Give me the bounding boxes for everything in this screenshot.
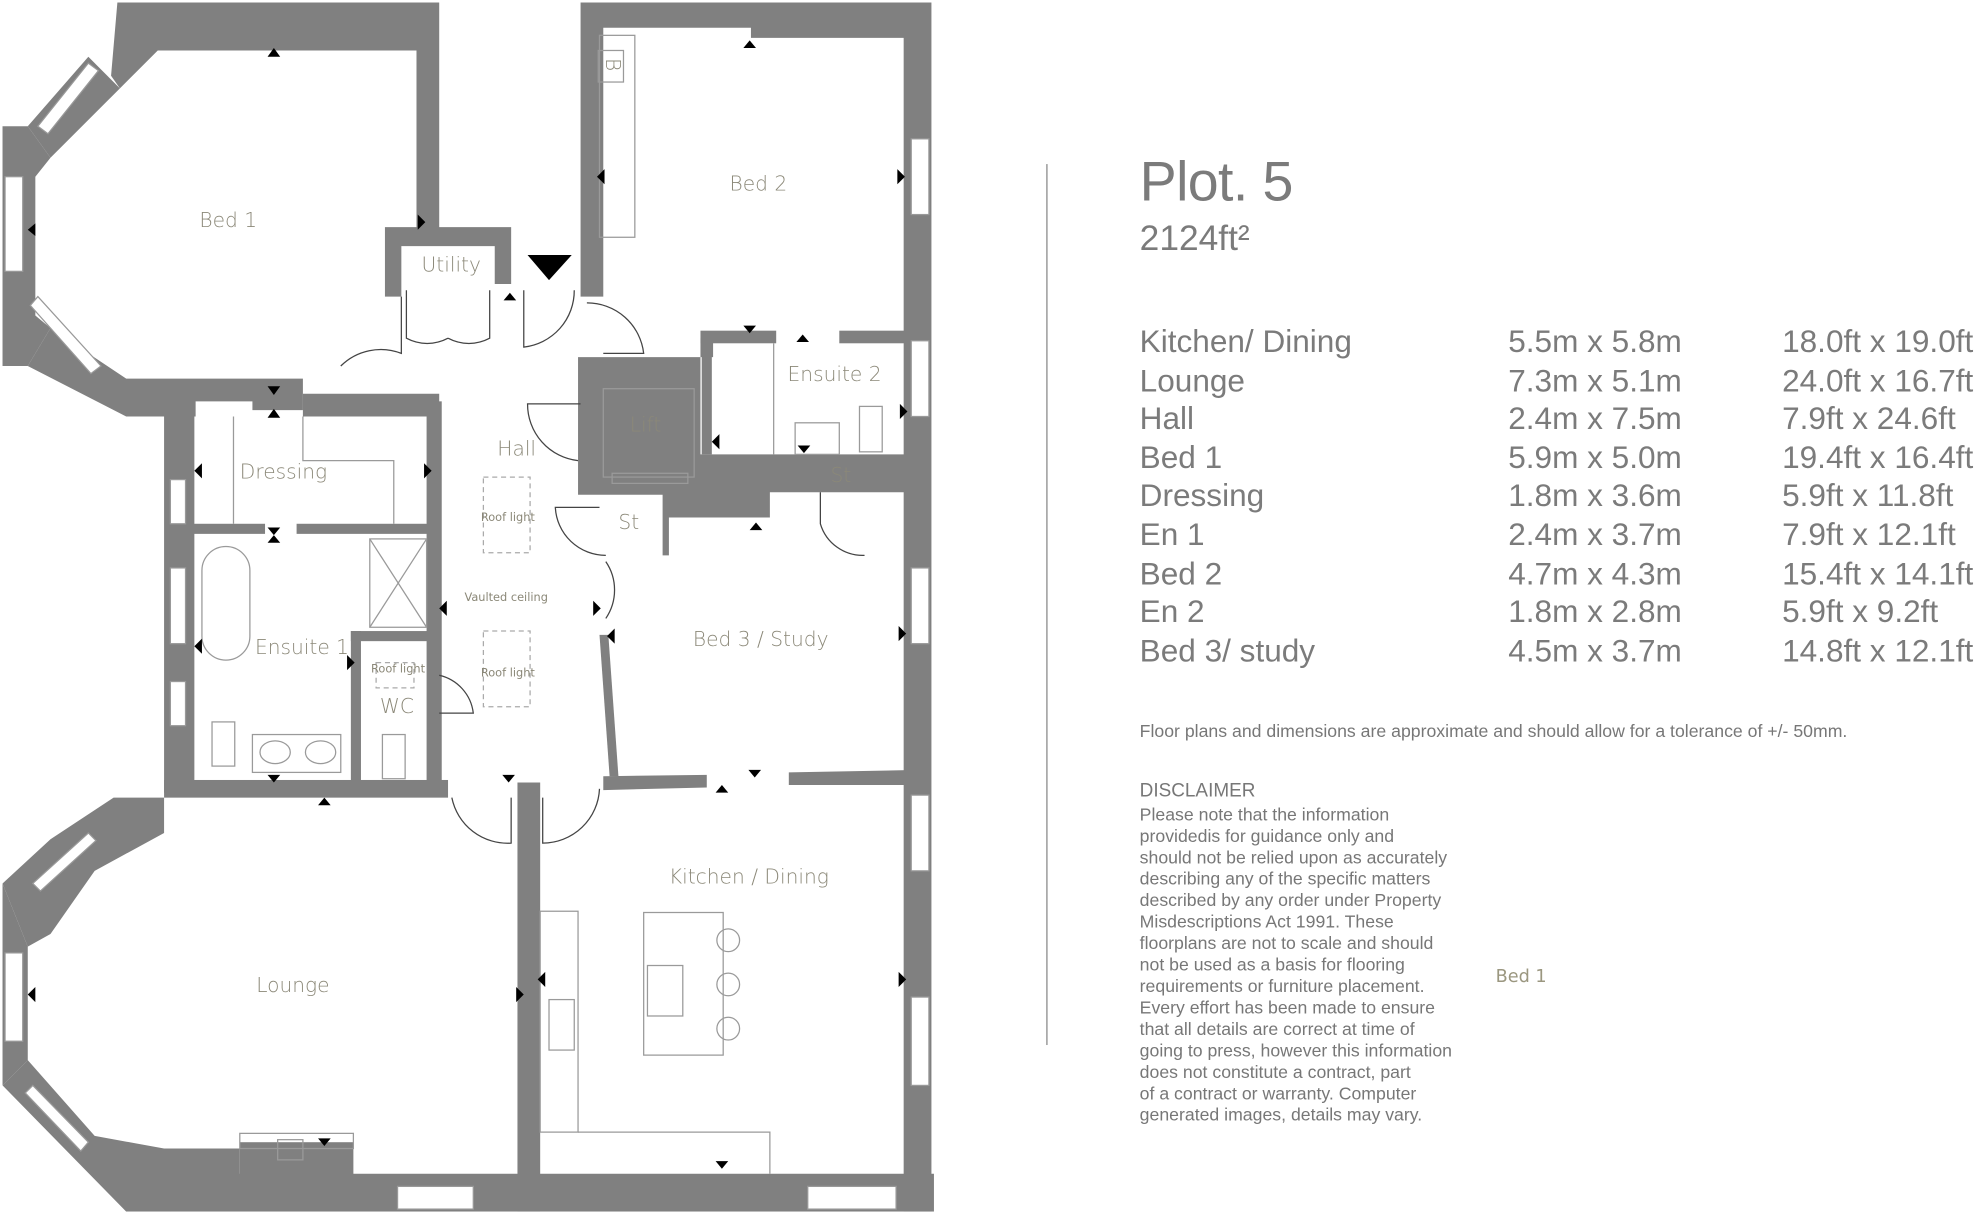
room-name: Hall <box>1139 401 1195 437</box>
entrance-arrow-icon <box>527 254 572 281</box>
room-metric: 5.5m x 5.8m <box>1508 324 1682 360</box>
room-name: Kitchen/ Dining <box>1139 324 1352 360</box>
table-row: Bed 2 4.7m x 4.3m 15.4ft x 14.1ft <box>1140 556 1979 595</box>
roof-light-label: Roof light <box>371 662 426 676</box>
room-name: En 1 <box>1139 517 1205 553</box>
room-name: Bed 1 <box>1139 440 1223 476</box>
room-dimensions-table: Kitchen/ Dining 5.5m x 5.8m 18.0ft x 19.0f… <box>1140 324 1979 672</box>
disclaimer-line: floorplans are not to scale and should <box>1139 932 1434 953</box>
direction-arrows <box>27 40 908 1169</box>
table-row: Bed 3/ study 4.5m x 3.7m 14.8ft x 12.1ft <box>1140 633 1979 672</box>
room-metric: 4.5m x 3.7m <box>1508 633 1682 669</box>
room-label-bed1: Bed 1 <box>199 208 257 232</box>
room-metric: 4.7m x 4.3m <box>1508 556 1682 592</box>
roof-light-label: Roof light <box>481 665 536 679</box>
room-label-utility: Utility <box>422 252 481 276</box>
fixtures: B <box>201 34 883 1174</box>
table-row: En 1 2.4m x 3.7m 7.9ft x 12.1ft <box>1140 517 1979 556</box>
room-imperial: 18.0ft x 19.0ft <box>1782 324 1974 360</box>
room-label-store-1: St <box>618 510 639 534</box>
room-name: Dressing <box>1139 478 1265 515</box>
room-label-ensuite2: Ensuite 2 <box>788 362 882 386</box>
room-name: En 2 <box>1139 594 1205 630</box>
room-imperial: 19.4ft x 16.4ft <box>1782 440 1974 476</box>
room-imperial: 15.4ft x 14.1ft <box>1782 556 1974 592</box>
table-row: Lounge 7.3m x 5.1m 24.0ft x 16.7ft <box>1140 363 1979 402</box>
room-metric: 7.3m x 5.1m <box>1508 362 1682 399</box>
room-imperial: 14.8ft x 12.1ft <box>1782 633 1974 669</box>
disclaimer-line: does not constitute a contract, part <box>1139 1061 1411 1082</box>
room-name: Bed 3/ study <box>1139 633 1316 669</box>
walls <box>2 2 934 1212</box>
disclaimer-line: described by any order under Property <box>1139 889 1442 910</box>
room-labels: Bed 1 Bed 2 Utility Ensuite 2 Lift Hall … <box>199 172 881 997</box>
roof-light-label: Roof light <box>481 510 536 524</box>
disclaimer-text: Please note that the information provide… <box>1140 804 1468 1126</box>
room-name: Bed 2 <box>1139 556 1223 592</box>
room-imperial: 7.9ft x 12.1ft <box>1782 517 1956 553</box>
room-label-bed3: Bed 3 / Study <box>693 627 829 651</box>
room-metric: 1.8m x 3.6m <box>1508 478 1682 515</box>
tolerance-note: Floor plans and dimensions are approxima… <box>1139 720 1848 741</box>
disclaimer-line: Misdescriptions Act 1991. These <box>1139 911 1394 932</box>
disclaimer-line: not be used as a basis for flooring <box>1139 954 1405 975</box>
disclaimer-line: describing any of the specific matters <box>1139 868 1431 889</box>
vaulted-ceiling-label: Vaulted ceiling <box>464 590 547 604</box>
room-imperial: 7.9ft x 24.6ft <box>1782 401 1956 437</box>
disclaimer-line: of a contract or warranty. Computer <box>1139 1082 1417 1104</box>
table-row: Bed 1 5.9m x 5.0m 19.4ft x 16.4ft <box>1140 440 1979 479</box>
disclaimer-line: requirements or furniture placement. <box>1139 975 1425 996</box>
room-label-kitchen: Kitchen / Dining <box>669 864 829 888</box>
room-imperial: 5.9ft x 11.8ft <box>1782 478 1954 515</box>
floor-plan: B <box>2 2 934 1212</box>
room-name: Lounge <box>1139 362 1245 399</box>
windows <box>4 62 930 1210</box>
plot-area: 2124ft² <box>1139 218 1250 258</box>
disclaimer-heading: DISCLAIMER <box>1139 779 1256 802</box>
room-metric: 2.4m x 7.5m <box>1508 401 1682 437</box>
disclaimer-line: providedis for guidance only and <box>1139 825 1395 846</box>
room-metric: 1.8m x 2.8m <box>1508 594 1682 630</box>
room-imperial: 24.0ft x 16.7ft <box>1782 362 1974 399</box>
room-label-store-2: St <box>830 463 851 487</box>
room-metric: 5.9m x 5.0m <box>1508 440 1682 476</box>
doors <box>340 290 865 844</box>
plot-title: Plot. 5 <box>1139 151 1294 214</box>
disclaimer-line: should not be relied upon as accurately <box>1139 846 1448 868</box>
boiler-box <box>597 49 625 83</box>
table-row: Dressing 1.8m x 3.6m 5.9ft x 11.8ft <box>1140 479 1979 518</box>
room-label-bed2: Bed 2 <box>729 172 787 196</box>
room-label-wc: WC <box>380 694 414 718</box>
disclaimer-line: going to press, however this information <box>1139 1039 1453 1061</box>
room-label-lift: Lift <box>630 413 662 437</box>
divider-line <box>1046 164 1048 1046</box>
disclaimer-line: that all details are correct at time of <box>1139 1018 1415 1039</box>
room-imperial: 5.9ft x 9.2ft <box>1782 594 1939 630</box>
room-label-dressing: Dressing <box>240 459 327 483</box>
room-label-lounge: Lounge <box>256 973 329 997</box>
disclaimer-line: Every effort has been made to ensure <box>1139 997 1436 1018</box>
room-label-ensuite1: Ensuite 1 <box>255 635 349 659</box>
room-metric: 2.4m x 3.7m <box>1508 517 1682 553</box>
boiler-label: B <box>601 58 625 71</box>
room-label-hall: Hall <box>497 437 536 461</box>
stray-room-label: Bed 1 <box>1495 966 1547 987</box>
table-row: Hall 2.4m x 7.5m 7.9ft x 24.6ft <box>1140 402 1979 441</box>
table-row: En 2 1.8m x 2.8m 5.9ft x 9.2ft <box>1140 595 1979 634</box>
disclaimer-line: Please note that the information <box>1139 803 1390 825</box>
disclaimer-line: generated images, details may vary. <box>1139 1104 1423 1125</box>
table-row: Kitchen/ Dining 5.5m x 5.8m 18.0ft x 19.0f… <box>1140 324 1979 363</box>
